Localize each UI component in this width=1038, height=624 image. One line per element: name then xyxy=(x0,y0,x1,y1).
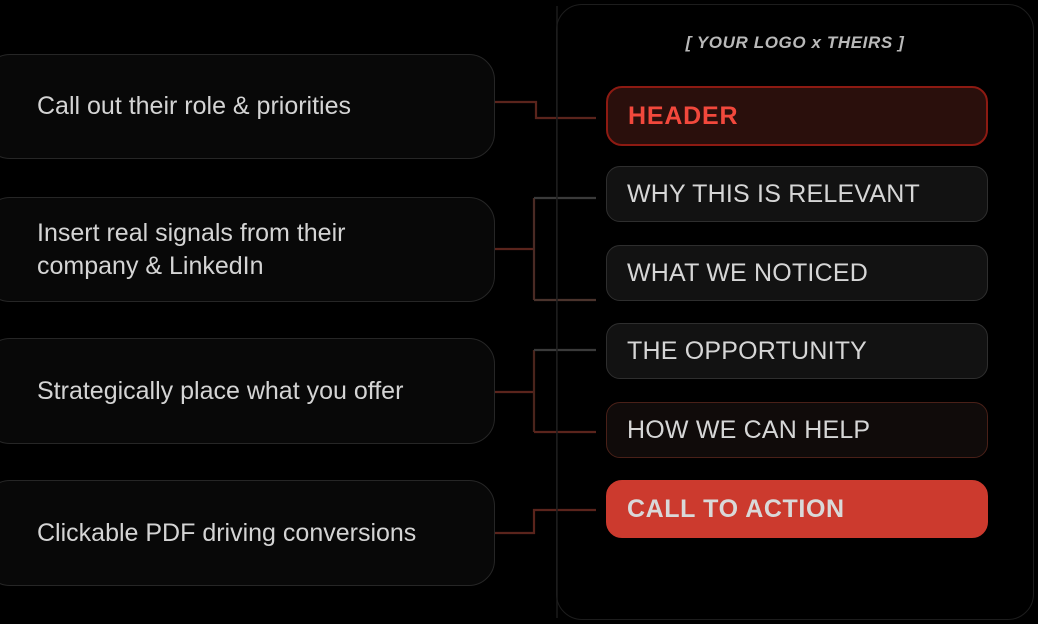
section-label-how-we-can-help: HOW WE CAN HELP xyxy=(627,415,871,444)
section-label-header: HEADER xyxy=(628,101,739,130)
logo-placeholder: [ YOUR LOGO x THEIRS ] xyxy=(685,33,905,52)
section-block-how-we-can-help[interactable]: HOW WE CAN HELP xyxy=(606,402,988,458)
annotation-card-offer[interactable]: Strategically place what you offer xyxy=(0,338,495,444)
section-label-call-to-action: CALL TO ACTION xyxy=(627,494,845,523)
annotation-label-signals: Insert real signals from their company &… xyxy=(37,218,346,280)
section-block-call-to-action[interactable]: CALL TO ACTION xyxy=(606,480,988,538)
section-label-opportunity: THE OPPORTUNITY xyxy=(627,336,868,365)
section-block-header[interactable]: HEADER xyxy=(606,86,988,146)
annotation-label-role: Call out their role & priorities xyxy=(37,92,352,120)
annotation-card-role[interactable]: Call out their role & priorities xyxy=(0,54,495,159)
section-label-relevant: WHY THIS IS RELEVANT xyxy=(627,179,920,208)
annotation-card-signals[interactable]: Insert real signals from their company &… xyxy=(0,197,495,302)
section-block-relevant[interactable]: WHY THIS IS RELEVANT xyxy=(606,166,988,222)
section-block-noticed[interactable]: WHAT WE NOTICED xyxy=(606,245,988,301)
section-label-noticed: WHAT WE NOTICED xyxy=(627,258,868,287)
annotation-card-pdf[interactable]: Clickable PDF driving conversions xyxy=(0,480,495,586)
annotation-label-pdf: Clickable PDF driving conversions xyxy=(37,518,417,547)
section-block-opportunity[interactable]: THE OPPORTUNITY xyxy=(606,323,988,379)
annotation-label-offer: Strategically place what you offer xyxy=(37,376,404,405)
